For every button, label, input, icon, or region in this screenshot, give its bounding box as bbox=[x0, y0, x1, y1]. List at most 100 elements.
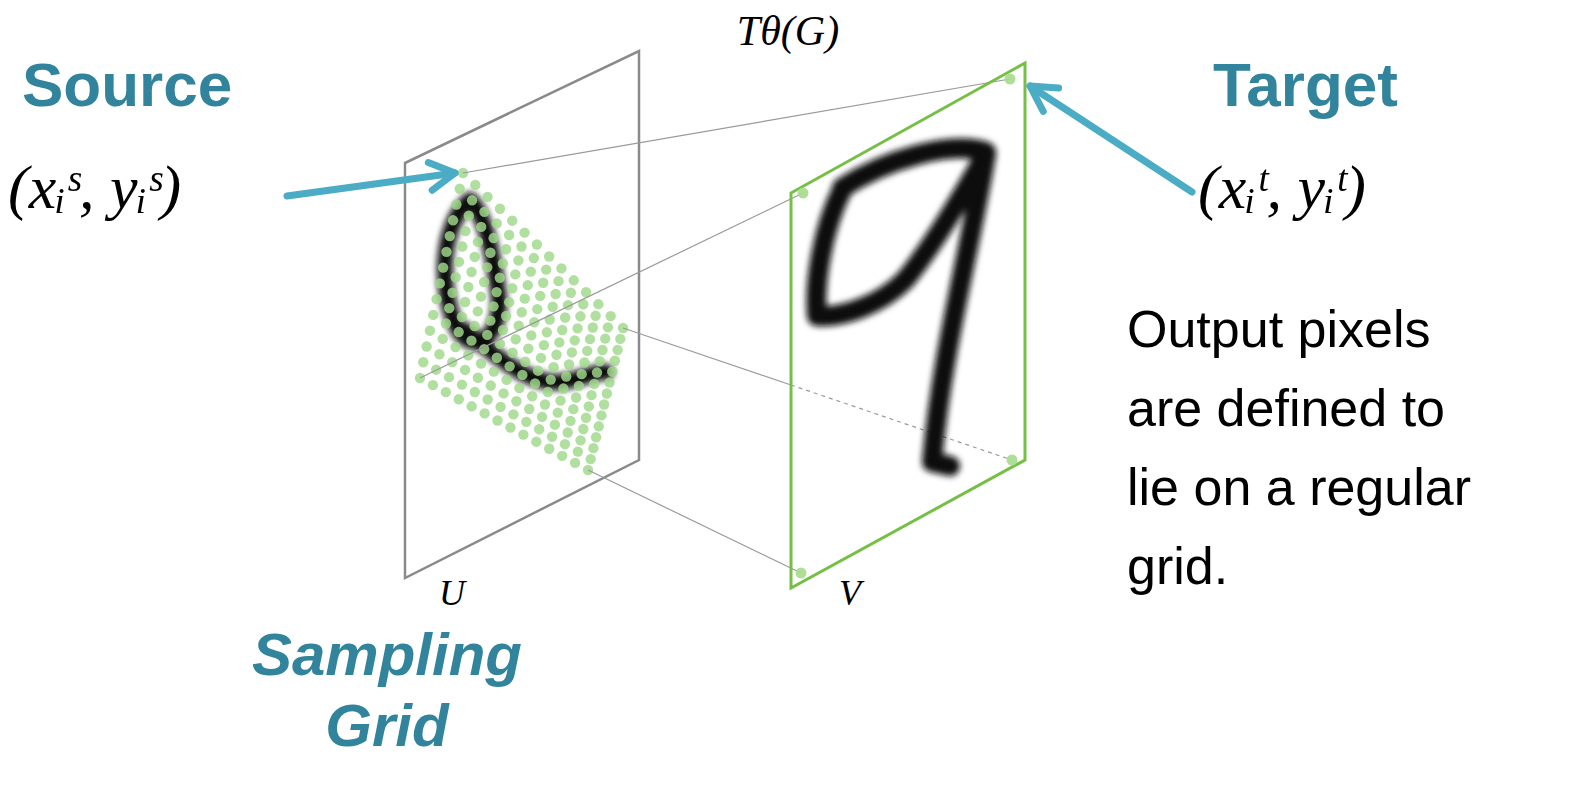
target-digit bbox=[816, 148, 986, 466]
grid-dot bbox=[517, 370, 527, 380]
grid-dot bbox=[492, 415, 502, 425]
grid-dot bbox=[425, 325, 435, 335]
grid-dot bbox=[563, 427, 573, 437]
grid-dot bbox=[605, 311, 615, 321]
grid-dot bbox=[473, 306, 483, 316]
plane-label: V bbox=[830, 572, 870, 615]
projection-line bbox=[791, 385, 1012, 460]
grid-dot bbox=[570, 458, 580, 468]
grid-dot bbox=[486, 380, 496, 390]
grid-dot bbox=[508, 409, 518, 419]
grid-dot bbox=[473, 373, 483, 383]
grid-dot bbox=[476, 291, 486, 301]
grid-dot bbox=[547, 302, 557, 312]
grid-dot bbox=[615, 334, 625, 344]
grid-dot bbox=[546, 374, 556, 384]
grid-dot bbox=[534, 424, 544, 434]
grid-dot bbox=[539, 340, 549, 350]
grid-dot bbox=[510, 269, 520, 279]
grid-dot bbox=[565, 416, 575, 426]
grid-dot bbox=[479, 277, 489, 287]
grid-dot bbox=[511, 396, 521, 406]
grid-dot bbox=[569, 275, 579, 285]
note: Output pixels are defined to lie on a re… bbox=[1127, 290, 1505, 606]
grid-dot bbox=[594, 421, 604, 431]
grid-dot bbox=[593, 299, 603, 309]
grid-dot bbox=[428, 380, 438, 390]
grid-dot bbox=[492, 353, 502, 363]
grid-dot bbox=[537, 412, 547, 422]
target-corner-dots bbox=[796, 74, 1018, 579]
grid-dot bbox=[516, 241, 526, 251]
grid-dot bbox=[501, 375, 511, 385]
grid-dot bbox=[467, 195, 477, 205]
grid-dot bbox=[575, 435, 585, 445]
grid-dot bbox=[531, 436, 541, 446]
grid-dot bbox=[548, 362, 558, 372]
grid-dot bbox=[576, 369, 586, 379]
grid-dot bbox=[470, 252, 480, 262]
corner-dot bbox=[1007, 455, 1018, 466]
grid-dot bbox=[588, 322, 598, 332]
grid-dot bbox=[582, 346, 592, 356]
sampling-grid bbox=[415, 168, 628, 475]
grid-dot bbox=[550, 289, 560, 299]
grid-dot bbox=[510, 334, 520, 344]
grid-dot bbox=[482, 330, 492, 340]
grid-dot bbox=[556, 263, 566, 273]
pointer-arrow bbox=[1030, 86, 1192, 192]
grid-dot bbox=[451, 272, 461, 282]
grid-dot bbox=[514, 321, 524, 331]
grid-dot bbox=[579, 357, 589, 367]
grid-dot bbox=[504, 361, 514, 371]
grid-dot bbox=[526, 266, 536, 276]
grid-dot bbox=[492, 218, 502, 228]
grid-dot bbox=[604, 377, 614, 387]
grid-dot bbox=[505, 422, 515, 432]
grid-dot bbox=[567, 347, 577, 357]
pointer-arrow bbox=[287, 173, 455, 196]
grid-dot bbox=[501, 311, 511, 321]
grid-dot bbox=[457, 379, 467, 389]
projection-line bbox=[420, 193, 803, 378]
grid-dot bbox=[596, 410, 606, 420]
grid-dot bbox=[540, 399, 550, 409]
grid-dot bbox=[504, 230, 514, 240]
target-plane bbox=[791, 63, 1025, 588]
grid-dot bbox=[473, 237, 483, 247]
grid-dot bbox=[447, 287, 457, 297]
digit-loop bbox=[445, 200, 499, 342]
grid-dot bbox=[488, 301, 498, 311]
grid-dot bbox=[469, 321, 479, 331]
grid-dot bbox=[584, 401, 594, 411]
grid-dot bbox=[441, 387, 451, 397]
grid-dot bbox=[454, 184, 464, 194]
grid-dot bbox=[521, 417, 531, 427]
grid-dot bbox=[544, 251, 554, 261]
grid-dot bbox=[489, 366, 499, 376]
grid-dot bbox=[495, 402, 505, 412]
grid-dot bbox=[501, 244, 511, 254]
grid-dot bbox=[519, 227, 529, 237]
grid-dot bbox=[553, 276, 563, 286]
grid-dot bbox=[421, 341, 431, 351]
digit-stem bbox=[932, 154, 986, 466]
grid-dot bbox=[470, 180, 480, 190]
grid-dot bbox=[533, 365, 543, 375]
grid-dot bbox=[557, 451, 567, 461]
sampling-grid-caption: Sampling Grid bbox=[212, 620, 562, 762]
grid-dot bbox=[592, 367, 602, 377]
grid-dot bbox=[589, 379, 599, 389]
grid-dot bbox=[586, 390, 596, 400]
grid-dot bbox=[600, 333, 610, 343]
grid-dot bbox=[466, 267, 476, 277]
grid-dot bbox=[485, 315, 495, 325]
grid-dot bbox=[451, 199, 461, 209]
transform-label: Tθ(G) bbox=[668, 6, 908, 56]
grid-dot bbox=[438, 334, 448, 344]
grid-dot bbox=[544, 444, 554, 454]
grid-dot bbox=[498, 388, 508, 398]
grid-dot bbox=[518, 429, 528, 439]
source-plane bbox=[405, 51, 639, 578]
